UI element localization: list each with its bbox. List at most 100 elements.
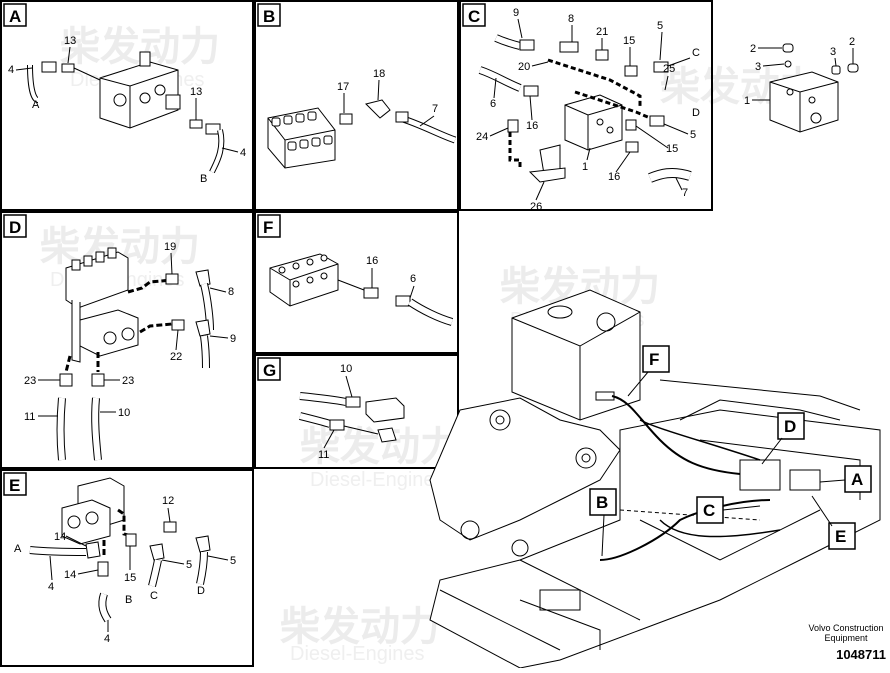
svg-text:D: D xyxy=(197,585,205,597)
svg-text:19: 19 xyxy=(164,241,176,253)
svg-text:E: E xyxy=(835,527,846,546)
callouts-d: 19 8 9 22 23 23 11 10 xyxy=(24,241,236,423)
svg-text:1: 1 xyxy=(744,95,750,107)
svg-text:15: 15 xyxy=(623,35,635,47)
svg-text:24: 24 xyxy=(476,131,488,143)
svg-text:A: A xyxy=(32,99,40,111)
svg-text:4: 4 xyxy=(48,581,54,593)
svg-text:22: 22 xyxy=(170,351,182,363)
svg-text:5: 5 xyxy=(657,20,663,32)
panel-c-label: C xyxy=(468,7,480,26)
svg-text:2: 2 xyxy=(849,36,855,48)
svg-text:6: 6 xyxy=(490,98,496,110)
panel-f: F 16 6 xyxy=(254,211,459,354)
callouts-c2: 2 3 3 2 1 xyxy=(744,36,855,107)
hoses-a xyxy=(27,61,225,174)
svg-text:13: 13 xyxy=(64,35,76,47)
svg-text:8: 8 xyxy=(568,13,574,25)
svg-text:B: B xyxy=(596,493,608,512)
valve-e xyxy=(61,477,125,545)
svg-text:16: 16 xyxy=(526,120,538,132)
panel-e-label: E xyxy=(9,476,20,495)
svg-text:4: 4 xyxy=(240,147,246,159)
hoses-d xyxy=(56,269,214,461)
panel-c-detail: 2 3 3 2 1 xyxy=(744,36,859,133)
svg-text:C: C xyxy=(150,590,158,602)
panel-b-label: B xyxy=(263,7,275,26)
hoses-e xyxy=(29,521,211,623)
svg-text:7: 7 xyxy=(432,103,438,115)
svg-text:13: 13 xyxy=(190,86,202,98)
hoses-g xyxy=(299,392,405,443)
panel-d: D xyxy=(0,211,254,469)
overview-labels: F D A B C E xyxy=(589,345,872,557)
svg-text:26: 26 xyxy=(530,201,542,213)
hoses-f xyxy=(337,279,454,326)
panel-a-label: A xyxy=(9,7,21,26)
svg-text:4: 4 xyxy=(104,633,110,645)
panel-d-label: D xyxy=(9,218,21,237)
callouts-e: 12 14 A 4 14 15 5 5 B C D 4 xyxy=(14,495,236,645)
svg-text:18: 18 xyxy=(373,68,385,80)
svg-text:25: 25 xyxy=(663,63,675,75)
svg-text:16: 16 xyxy=(608,171,620,183)
svg-text:3: 3 xyxy=(755,61,761,73)
valve-block xyxy=(99,51,181,129)
panel-e: E 12 14 A xyxy=(0,469,254,667)
svg-text:10: 10 xyxy=(340,363,352,375)
svg-text:1: 1 xyxy=(582,161,588,173)
svg-text:21: 21 xyxy=(596,26,608,38)
svg-text:16: 16 xyxy=(366,255,378,267)
svg-text:B: B xyxy=(125,594,132,606)
svg-text:6: 6 xyxy=(410,273,416,285)
dashed-c xyxy=(508,58,651,168)
company-name: Volvo Construction xyxy=(808,623,883,633)
svg-text:9: 9 xyxy=(230,333,236,345)
manifold-f xyxy=(269,253,339,307)
panel-g-label: G xyxy=(263,361,276,380)
svg-text:B: B xyxy=(200,173,207,185)
svg-text:15: 15 xyxy=(666,143,678,155)
svg-text:5: 5 xyxy=(690,129,696,141)
document-number: 1048711 xyxy=(836,647,886,662)
svg-text:11: 11 xyxy=(24,411,35,423)
svg-text:Diesel-Engines: Diesel-Engines xyxy=(310,469,445,491)
valve-block-detail xyxy=(769,43,859,133)
valve-c xyxy=(528,94,623,183)
svg-text:14: 14 xyxy=(54,531,66,543)
svg-text:5: 5 xyxy=(186,559,192,571)
hoses-b xyxy=(339,99,457,144)
svg-text:23: 23 xyxy=(122,375,134,387)
panel-b: B 17 18 7 xyxy=(254,0,459,211)
svg-text:A: A xyxy=(14,543,22,555)
callouts-f: 16 6 xyxy=(366,255,416,299)
panel-f-label: F xyxy=(263,218,273,237)
callouts-a: 4 13 A 13 4 B xyxy=(8,35,246,185)
svg-text:10: 10 xyxy=(118,407,130,419)
svg-text:4: 4 xyxy=(8,64,14,76)
company-name-line2: Equipment xyxy=(824,633,868,643)
footer: Volvo Construction Equipment 1048711 xyxy=(808,623,886,662)
svg-text:2: 2 xyxy=(750,43,756,55)
svg-text:14: 14 xyxy=(64,569,76,581)
svg-text:9: 9 xyxy=(513,7,519,19)
svg-text:23: 23 xyxy=(24,375,36,387)
svg-text:C: C xyxy=(703,501,715,520)
svg-text:C: C xyxy=(692,47,700,59)
machine-overview xyxy=(429,289,881,669)
svg-text:5: 5 xyxy=(230,555,236,567)
svg-text:7: 7 xyxy=(682,187,688,199)
svg-text:F: F xyxy=(649,350,659,369)
svg-text:11: 11 xyxy=(318,449,329,461)
dashed-d xyxy=(64,278,173,373)
svg-text:D: D xyxy=(692,107,700,119)
callouts-g: 10 11 xyxy=(318,363,353,461)
callouts-c: 9 8 21 5 15 20 C 25 6 D 24 16 1 5 15 16 … xyxy=(476,7,700,213)
callouts-b: 17 18 7 xyxy=(337,68,438,127)
svg-text:15: 15 xyxy=(124,572,136,584)
svg-text:12: 12 xyxy=(162,495,174,507)
svg-text:8: 8 xyxy=(228,286,234,298)
panel-a: A 4 13 A 13 xyxy=(0,0,254,211)
manifold-d xyxy=(65,247,139,363)
